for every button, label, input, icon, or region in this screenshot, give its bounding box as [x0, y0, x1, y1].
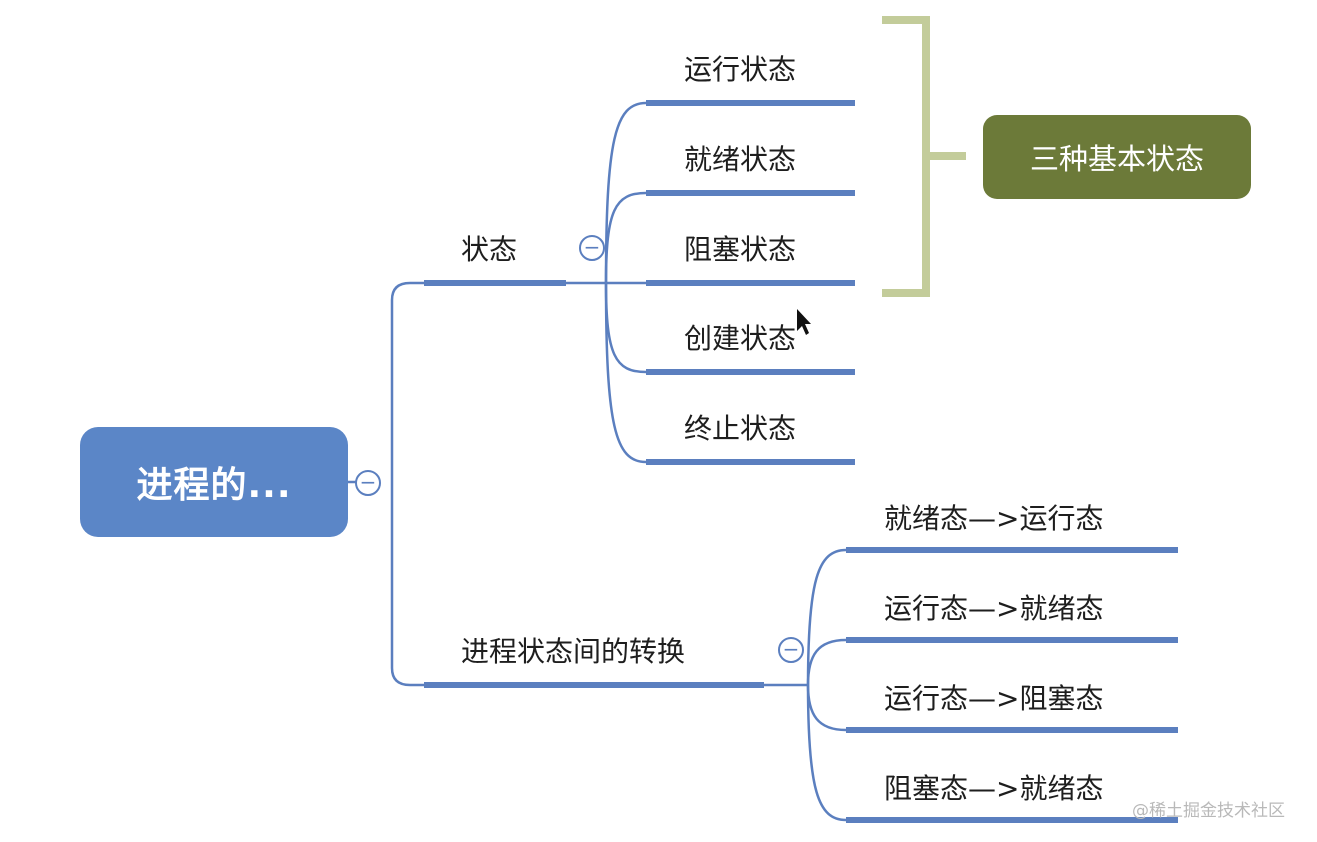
root-node[interactable]: 进程的... [80, 427, 348, 537]
summary-node[interactable]: 三种基本状态 [983, 115, 1251, 199]
leaf-connector [806, 548, 847, 686]
collapse-root-button[interactable]: − [355, 470, 381, 496]
leaf-connector [604, 191, 647, 284]
branch-label-transition[interactable]: 进程状态间的转换 [461, 635, 686, 668]
leaf-label-running[interactable]: 运行状态 [684, 53, 797, 86]
leaf-label-transition[interactable]: 运行态—>阻塞态 [884, 682, 1104, 715]
leaf-label-terminated[interactable]: 终止状态 [684, 412, 797, 445]
leaf-connector [806, 638, 847, 686]
collapse-transition-button[interactable]: − [778, 637, 804, 663]
branch-label-status[interactable]: 状态 [461, 233, 518, 266]
leaf-connector [806, 684, 847, 732]
leaf-connector [604, 282, 647, 374]
summary-bracket [882, 16, 930, 297]
leaf-label-transition[interactable]: 运行态—>就绪态 [884, 592, 1104, 625]
leaf-label-blocked[interactable]: 阻塞状态 [684, 233, 797, 266]
leaf-label-created[interactable]: 创建状态 [684, 322, 797, 355]
leaf-connector [604, 282, 647, 464]
mouse-cursor-icon [797, 309, 811, 335]
leaf-connector [604, 101, 647, 284]
leaf-connector [806, 684, 847, 822]
branch-connector-status [390, 281, 424, 482]
leaf-label-transition[interactable]: 就绪态—>运行态 [884, 502, 1104, 535]
branch-connector-transition [390, 482, 424, 687]
watermark: @稀土掘金技术社区 [1132, 801, 1285, 821]
leaf-label-ready[interactable]: 就绪状态 [684, 143, 797, 176]
leaf-label-transition[interactable]: 阻塞态—>就绪态 [884, 772, 1104, 805]
collapse-status-button[interactable]: − [579, 235, 605, 261]
